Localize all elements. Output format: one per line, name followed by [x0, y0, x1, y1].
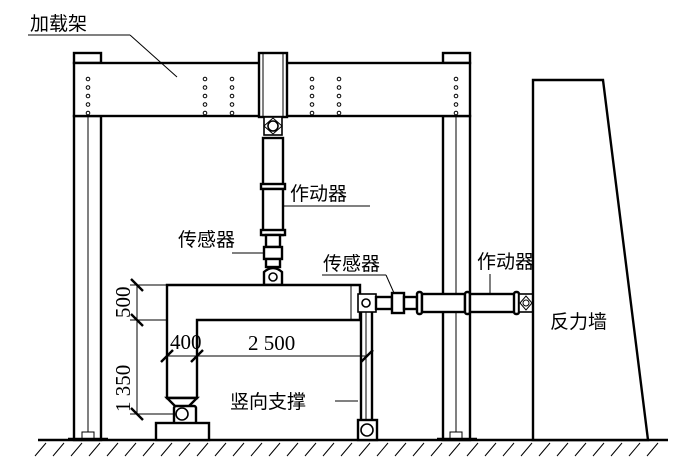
bolt-hole [309, 85, 315, 90]
ground-hatch-line [268, 442, 281, 457]
bolt-hole [453, 93, 459, 99]
bolt-hole [85, 102, 91, 107]
bolt-hole [229, 76, 235, 82]
ground-hatch-line [610, 442, 623, 457]
ground-hatch-line [52, 442, 65, 457]
ground-hatch-line [628, 442, 641, 457]
horizontal-actuator [357, 290, 534, 316]
bolt-hole [309, 76, 315, 82]
ground-hatch-line [142, 442, 155, 457]
ground-hatch-line [466, 442, 479, 457]
bolt-hole [202, 110, 208, 116]
label-horizontal-actuator: 作动器 [477, 251, 534, 273]
label-reaction-wall: 反力墙 [550, 311, 607, 333]
dim-column-width: 400 [170, 330, 202, 354]
bolt-hole [229, 102, 235, 107]
ground-hatch-line [340, 442, 353, 457]
bolt-hole [202, 76, 208, 82]
ground-hatch-line [376, 442, 389, 457]
bolt-hole [336, 85, 342, 90]
ground-hatch-line [538, 442, 551, 457]
ground-hatch-line [484, 442, 497, 457]
ground-hatch-line [304, 442, 317, 457]
ground-hatch-line [520, 442, 533, 457]
bolt-hole [85, 76, 91, 82]
bolt-hole [229, 93, 235, 99]
bolt-hole [202, 93, 208, 99]
bolt-hole [202, 85, 208, 90]
vertical-actuator [257, 51, 289, 287]
bolt-hole [453, 102, 459, 107]
ground-hatch-line [196, 442, 209, 457]
label-horizontal-sensor: 传感器 [323, 253, 380, 275]
ground-hatch-line [286, 442, 299, 457]
ground-hatch-line [574, 442, 587, 457]
ground-hatch-line [214, 442, 227, 457]
ground [34, 438, 668, 457]
ground-hatch-line [502, 442, 515, 457]
dim-beam-span: 2 500 [248, 331, 295, 355]
vertical-brace [356, 312, 379, 442]
ground-hatch-line [592, 442, 605, 457]
ground-hatch-line [70, 442, 83, 457]
leader-lines [28, 34, 491, 402]
ground-hatch-line [88, 442, 101, 457]
label-vertical-sensor: 传感器 [178, 229, 235, 251]
ground-hatch-line [556, 442, 569, 457]
bolt-hole [336, 110, 342, 116]
bolt-hole [309, 93, 315, 99]
bolt-hole [336, 102, 342, 107]
ground-hatch-line [646, 442, 659, 457]
ground-hatch-line [124, 442, 137, 457]
ground-hatch-line [178, 442, 191, 457]
bolt-hole [336, 93, 342, 99]
ground-hatch-line [232, 442, 245, 457]
bolt-hole [336, 76, 342, 82]
bolt-hole [453, 85, 459, 90]
bolt-hole [453, 76, 459, 82]
bolt-hole [229, 110, 235, 116]
bolt-hole [309, 110, 315, 116]
ground-hatch-line [160, 442, 173, 457]
ground-hatch-line [250, 442, 263, 457]
ground-hatch-line [448, 442, 461, 457]
ground-hatch-line [412, 442, 425, 457]
bolt-hole [309, 102, 315, 107]
bolt-hole [85, 110, 91, 116]
ground-hatch-line [358, 442, 371, 457]
label-vertical-actuator: 作动器 [290, 183, 347, 205]
dimension-ticks [130, 278, 374, 421]
dim-column-height: 1 350 [111, 365, 135, 412]
ground-hatch-line [430, 442, 443, 457]
ground-hatch-line [394, 442, 407, 457]
label-vertical-brace: 竖向支撑 [230, 391, 306, 413]
bolt-hole [453, 110, 459, 116]
label-loading-frame: 加载架 [30, 13, 87, 35]
bolt-hole [85, 85, 91, 90]
bolt-hole [229, 85, 235, 90]
ground-hatch-line [106, 442, 119, 457]
reaction-wall [531, 78, 650, 442]
bolt-hole [85, 93, 91, 99]
bolt-hole [202, 102, 208, 107]
ground-hatch-line [322, 442, 335, 457]
dim-beam-depth: 500 [111, 287, 135, 319]
specimen [154, 283, 362, 442]
ground-hatch-line [34, 442, 47, 457]
